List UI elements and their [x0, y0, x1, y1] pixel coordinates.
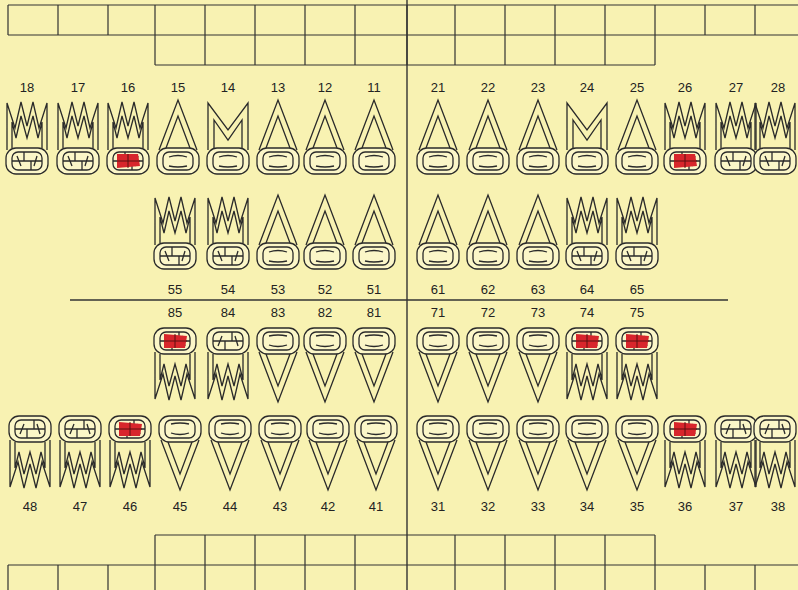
tooth-number: 41 — [368, 499, 384, 514]
tooth-number: 73 — [530, 305, 546, 320]
tooth-number: 53 — [270, 282, 286, 297]
tooth-number: 84 — [220, 305, 236, 320]
tooth-number: 65 — [629, 282, 645, 297]
tooth-number: 14 — [220, 80, 236, 95]
tooth-number: 26 — [677, 80, 693, 95]
tooth-number: 54 — [220, 282, 236, 297]
tooth-number: 48 — [22, 499, 38, 514]
tooth-number: 22 — [480, 80, 496, 95]
tooth-number: 71 — [430, 305, 446, 320]
tooth-number: 75 — [629, 305, 645, 320]
tooth-number: 47 — [72, 499, 88, 514]
tooth-number: 18 — [19, 80, 35, 95]
tooth-number: 64 — [579, 282, 595, 297]
tooth-number: 11 — [366, 80, 382, 95]
tooth-number: 31 — [430, 499, 446, 514]
tooth-number: 42 — [320, 499, 336, 514]
tooth-number: 52 — [317, 282, 333, 297]
tooth-number: 51 — [366, 282, 382, 297]
tooth-number: 45 — [172, 499, 188, 514]
tooth-number: 33 — [530, 499, 546, 514]
tooth-number: 81 — [366, 305, 382, 320]
tooth-number: 16 — [120, 80, 136, 95]
tooth-number: 63 — [530, 282, 546, 297]
tooth-number: 72 — [480, 305, 496, 320]
tooth-number: 83 — [270, 305, 286, 320]
tooth-number: 15 — [170, 80, 186, 95]
tooth-number: 44 — [222, 499, 238, 514]
tooth-number: 12 — [317, 80, 333, 95]
tooth-number: 25 — [629, 80, 645, 95]
tooth-number: 17 — [70, 80, 86, 95]
tooth-number: 85 — [167, 305, 183, 320]
tooth-number: 36 — [677, 499, 693, 514]
tooth-number: 61 — [430, 282, 446, 297]
tooth-number: 37 — [728, 499, 744, 514]
tooth-number: 46 — [122, 499, 138, 514]
tooth-number: 74 — [579, 305, 595, 320]
tooth-number: 27 — [728, 80, 744, 95]
tooth-number: 35 — [629, 499, 645, 514]
tooth-number: 24 — [579, 80, 595, 95]
tooth-number: 82 — [317, 305, 333, 320]
tooth-number: 13 — [270, 80, 286, 95]
tooth-number: 28 — [770, 80, 786, 95]
tooth-number: 38 — [770, 499, 786, 514]
tooth-number: 23 — [530, 80, 546, 95]
tooth-number: 34 — [579, 499, 595, 514]
tooth-number: 62 — [480, 282, 496, 297]
tooth-number: 55 — [167, 282, 183, 297]
tooth-number: 32 — [480, 499, 496, 514]
tooth-number: 43 — [272, 499, 288, 514]
tooth-number: 21 — [430, 80, 446, 95]
